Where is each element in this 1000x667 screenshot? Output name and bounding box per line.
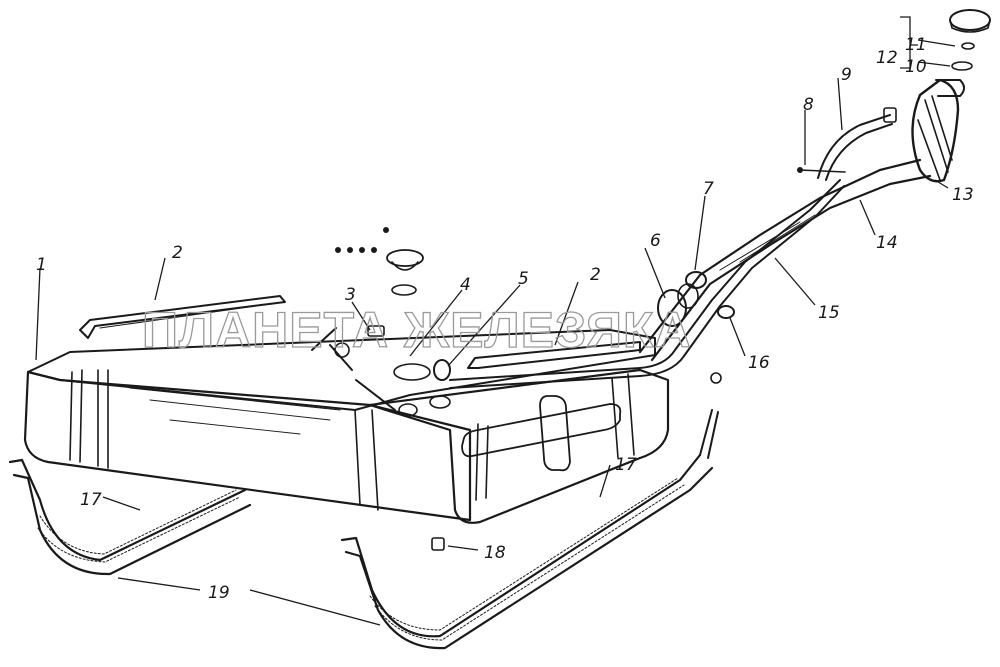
watermark: ПЛАНЕТА ЖЕЛЕЗЯКА [142, 302, 692, 358]
fuel-tap [311, 325, 396, 411]
tank-support-bar-left [79, 295, 286, 339]
callout-12: 12 [876, 48, 898, 68]
callout-9: 9 [841, 65, 852, 85]
callout-7: 7 [703, 179, 714, 199]
callout-2-left: 2 [172, 243, 183, 263]
clamp-16 [710, 305, 735, 384]
filler-cap [949, 9, 991, 71]
leader-lines [35, 16, 956, 626]
filler-neck-tube [638, 158, 932, 362]
filler-neck [911, 78, 965, 183]
drain-plug [431, 537, 445, 551]
callout-14: 14 [876, 233, 898, 253]
fuel-gauge-sender [335, 227, 424, 296]
callout-15: 15 [818, 303, 840, 323]
fuel-tank [23, 329, 670, 524]
callout-1: 1 [36, 255, 47, 275]
callout-10: 10 [905, 57, 927, 77]
callout-13: 13 [952, 185, 974, 205]
mounting-strap-left [8, 458, 252, 576]
mounting-strap-right [340, 409, 719, 650]
breather-tube [797, 107, 897, 181]
callout-17-left: 17 [80, 490, 102, 510]
callout-16: 16 [748, 353, 770, 373]
callout-8: 8 [803, 95, 814, 115]
callout-19: 19 [208, 583, 230, 603]
filler-pipe-connection [433, 359, 451, 381]
callout-18: 18 [484, 543, 506, 563]
tank-support-bar-right [467, 341, 641, 369]
callout-4: 4 [460, 275, 471, 295]
callout-labels: 1 2 2 3 4 5 6 7 8 9 10 11 12 13 14 15 16… [36, 35, 974, 603]
clamp-7 [685, 271, 707, 289]
callout-3: 3 [345, 285, 356, 305]
callout-6: 6 [650, 231, 661, 251]
callout-2-right: 2 [590, 265, 601, 285]
callout-5: 5 [518, 269, 529, 289]
fuel-line [449, 179, 845, 389]
callout-17-right: 17 [615, 455, 637, 475]
callout-11: 11 [905, 35, 927, 55]
